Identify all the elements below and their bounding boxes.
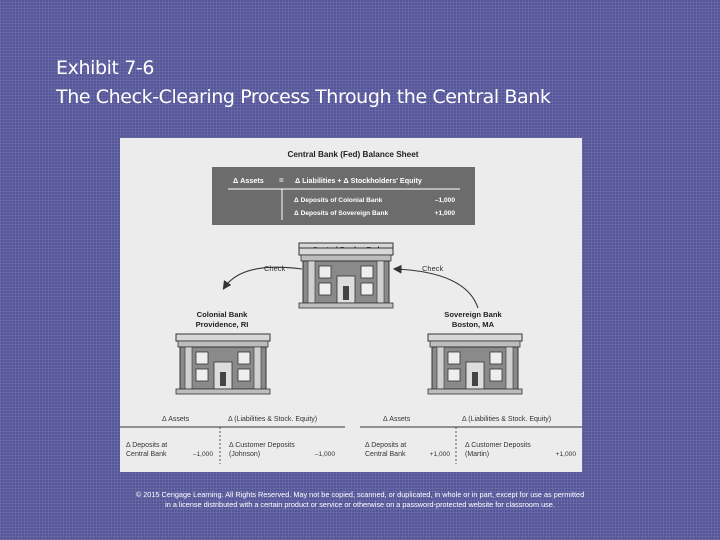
central-bank-building-icon xyxy=(298,247,394,309)
fed-header-liabilities: Δ Liabilities + Δ Stockholders' Equity xyxy=(295,176,422,185)
sovereign-liab-value: +1,000 xyxy=(556,451,577,458)
colonial-bank-building-icon xyxy=(175,333,271,395)
fed-row-1-value: –1,000 xyxy=(435,197,456,204)
fed-sheet-box xyxy=(212,167,475,225)
fed-header-equals: = xyxy=(279,176,284,185)
copyright-line-1: © 2015 Cengage Learning. All Rights Rese… xyxy=(135,490,585,499)
check-clearing-figure: Central Bank (Fed) Balance Sheet Δ Asset… xyxy=(120,138,582,472)
colonial-name: Colonial Bank xyxy=(197,310,248,319)
copyright-line-2: in a license distributed with a certain … xyxy=(165,500,555,509)
check-label-right: Check xyxy=(422,264,444,273)
colonial-liab-value: –1,000 xyxy=(315,451,336,458)
sovereign-asset-value: +1,000 xyxy=(430,451,451,458)
sovereign-t-assets: Δ Assets xyxy=(383,416,411,423)
sovereign-asset-line1: Δ Deposits at xyxy=(365,442,406,449)
check-label-left: Check xyxy=(264,264,286,273)
colonial-location: Providence, RI xyxy=(196,320,249,329)
sovereign-name: Sovereign Bank xyxy=(444,310,502,319)
sovereign-location: Boston, MA xyxy=(452,320,495,329)
colonial-asset-line1: Δ Deposits at xyxy=(126,442,167,449)
sovereign-liab-line2: (Martin) xyxy=(465,451,489,458)
sovereign-bank-building-icon xyxy=(427,333,523,395)
fed-header-assets: Δ Assets xyxy=(233,176,264,185)
colonial-t-assets: Δ Assets xyxy=(162,416,190,423)
colonial-asset-line2: Central Bank xyxy=(126,451,167,458)
fed-row-2-label: Δ Deposits of Sovereign Bank xyxy=(294,210,388,217)
colonial-t-liab: Δ (Liabilities & Stock. Equity) xyxy=(228,416,317,423)
sovereign-t-liab: Δ (Liabilities & Stock. Equity) xyxy=(462,416,551,423)
exhibit-label: Exhibit 7-6 xyxy=(56,57,155,79)
sovereign-liab-line1: Δ Customer Deposits xyxy=(465,442,531,449)
colonial-liab-line2: (Johnson) xyxy=(229,451,260,458)
colonial-liab-line1: Δ Customer Deposits xyxy=(229,442,295,449)
slide-title: Exhibit 7-6 The Check-Clearing Process T… xyxy=(56,54,551,112)
copyright-notice: © 2015 Cengage Learning. All Rights Rese… xyxy=(60,490,660,510)
fed-sheet-title: Central Bank (Fed) Balance Sheet xyxy=(287,150,418,159)
check-arrow-left xyxy=(222,266,303,290)
diagram-svg: Central Bank (Fed) Balance Sheet Δ Asset… xyxy=(120,150,582,464)
sovereign-asset-line2: Central Bank xyxy=(365,451,406,458)
check-arrow-right xyxy=(392,264,479,309)
fed-row-2-value: +1,000 xyxy=(435,210,456,217)
fed-row-1-label: Δ Deposits of Colonial Bank xyxy=(294,197,383,204)
colonial-asset-value: –1,000 xyxy=(193,451,214,458)
exhibit-title: The Check-Clearing Process Through the C… xyxy=(56,86,551,108)
